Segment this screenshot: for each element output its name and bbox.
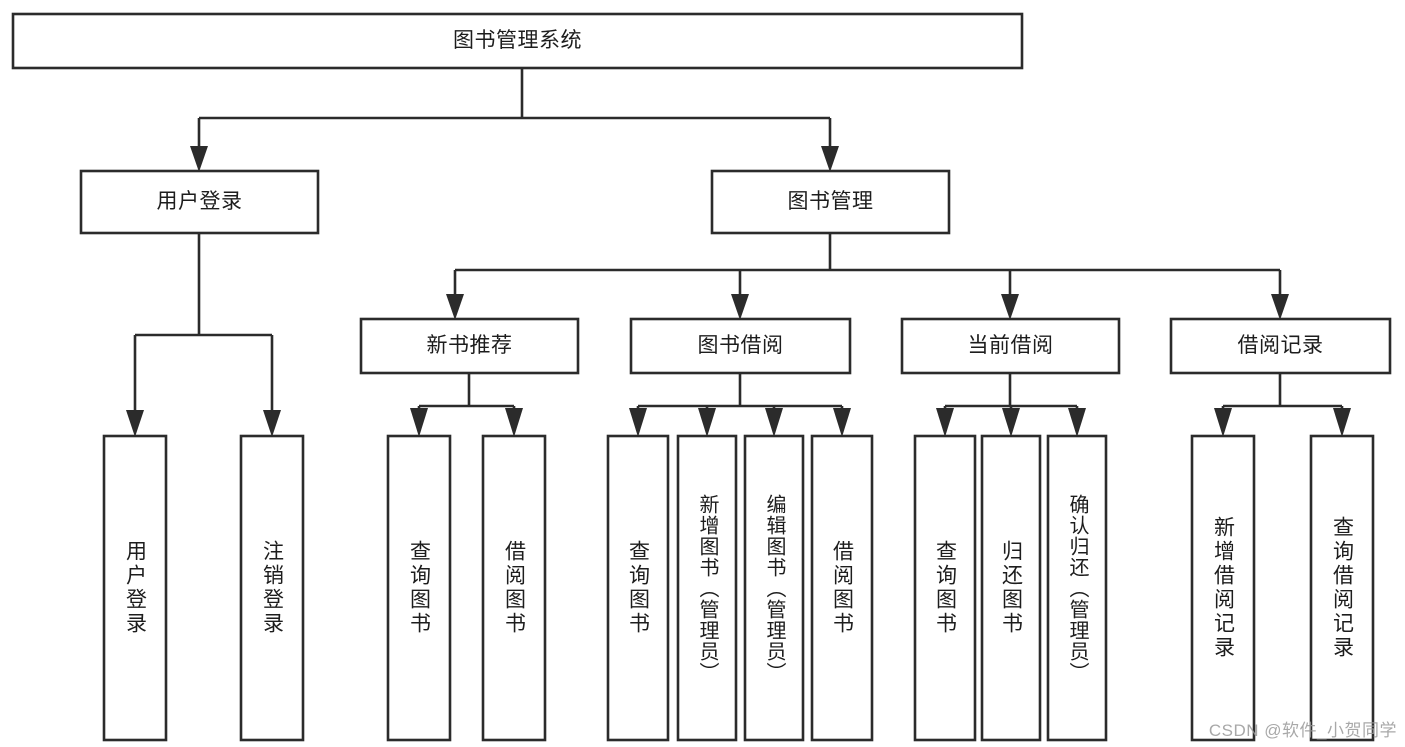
node-box-leaf-borrow-book-recommend[interactable] [481,434,547,742]
arrow-head-icon [410,408,428,437]
arrow-head-icon [1002,408,1020,437]
node-box-leaf-user-login[interactable] [102,434,168,742]
node-box-leaf-query-book-recommend[interactable] [386,434,452,742]
arrow-head-icon [821,146,839,172]
node-box-borrow-record[interactable] [1169,317,1392,375]
node-box-leaf-return-book[interactable] [980,434,1042,742]
arrow-head-icon [1001,294,1019,320]
node-box-leaf-confirm-return-admin[interactable] [1046,434,1108,742]
node-box-root[interactable] [11,12,1024,70]
arrow-head-icon [190,146,208,172]
arrow-head-icon [1068,408,1086,437]
node-box-leaf-edit-book-admin[interactable] [743,434,805,742]
connector-book-manage-to-level2 [446,233,1289,320]
arrow-head-icon [505,408,523,437]
connector-new-book-recommend-to-leaves [410,373,523,437]
connector-current-borrow-to-leaves [936,373,1086,437]
arrow-head-icon [126,410,144,437]
arrow-head-icon [1271,294,1289,320]
node-box-current-borrow[interactable] [900,317,1121,375]
arrow-head-icon [731,294,749,320]
connector-book-borrow-to-leaves [629,373,851,437]
node-box-leaf-add-borrow-record[interactable] [1190,434,1256,742]
node-box-user-login[interactable] [79,169,320,235]
connector-root-to-level1 [190,68,839,172]
arrow-head-icon [1214,408,1232,437]
arrow-head-icon [1333,408,1351,437]
node-box-leaf-query-book-current[interactable] [913,434,977,742]
arrow-head-icon [936,408,954,437]
node-box-leaf-add-book-admin[interactable] [676,434,738,742]
node-box-book-borrow[interactable] [629,317,852,375]
arrow-head-icon [698,408,716,437]
connector-user-login-to-leaves [126,233,281,437]
node-box-book-manage[interactable] [710,169,951,235]
arrow-head-icon [629,408,647,437]
arrow-head-icon [833,408,851,437]
arrow-head-icon [446,294,464,320]
connector-borrow-record-to-leaves [1214,373,1351,437]
arrow-head-icon [263,410,281,437]
node-box-leaf-query-book-borrow[interactable] [606,434,670,742]
node-box-leaf-query-borrow-record[interactable] [1309,434,1375,742]
arrow-head-icon [765,408,783,437]
node-box-leaf-logout[interactable] [239,434,305,742]
node-box-leaf-borrow-book[interactable] [810,434,874,742]
node-box-new-book-recommend[interactable] [359,317,580,375]
csdn-watermark: CSDN @软件_小贺同学 [1208,721,1397,740]
